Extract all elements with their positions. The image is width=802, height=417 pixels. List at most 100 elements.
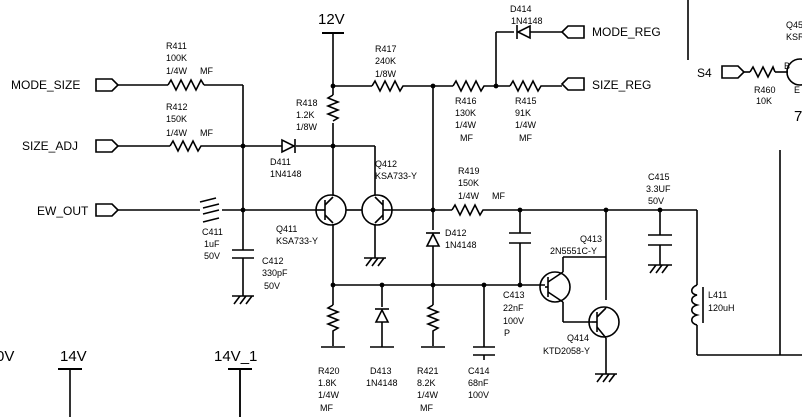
components-q45x-value-label: KSR [786, 32, 802, 42]
components-q412-value-label: KSA733-Y [375, 171, 417, 181]
components-r412-value-label: 150K [166, 114, 187, 124]
components-c415-ref-label: C415 [648, 172, 670, 182]
resistor-r421: R421 8.2K 1/4W MF [417, 304, 445, 413]
components-d414-value-label: 1N4148 [511, 16, 543, 26]
components-c413-ref-label: C413 [503, 290, 525, 300]
components-r415-value-label: 91K [515, 108, 531, 118]
resistor-r416: R416 130K 1/4W MF [452, 79, 485, 143]
components-r411-value-label: 100K [166, 53, 187, 63]
rail-14v: 14V [58, 348, 87, 417]
components-r415-power-label: 1/4W [515, 120, 537, 130]
port-mode-size: MODE_SIZE [11, 78, 120, 92]
port-mode-reg: MODE_REG [560, 25, 661, 39]
inductor-l411: L411 120uH [690, 284, 735, 326]
port-size-adj: SIZE_ADJ [22, 139, 120, 153]
ground-symbols [232, 257, 672, 383]
components-r421-ref-label: R421 [417, 366, 439, 376]
diode-d413: D413 1N4148 [366, 308, 398, 388]
components-c412-value-label: 330pF [262, 268, 288, 278]
capacitor-c415: C415 3.3UF 50V [646, 172, 672, 246]
diode-d412: D412 1N4148 [425, 228, 477, 250]
components-c412-ref-label: C412 [262, 256, 284, 266]
components-r419-power-label: 1/4W [458, 191, 480, 201]
components-r412-power-label: 1/4W [166, 128, 188, 138]
transistor-q413: Q413 2N5551C-Y [539, 234, 602, 303]
components-r420-ref-label: R420 [318, 366, 340, 376]
resistor-r460: R460 10K [749, 65, 776, 106]
rail-14v-1-label: 14V_1 [214, 348, 257, 365]
components-r420-power-label: 1/4W [318, 390, 340, 400]
components-r416-value-label: 130K [455, 108, 476, 118]
components-c414-value-label: 68nF [468, 378, 489, 388]
components-d411-value-label: 1N4148 [270, 169, 302, 179]
components-r421-type-label: MF [420, 403, 433, 413]
components-d412-value-label: 1N4148 [445, 240, 477, 250]
transistor-q411: Q411 KSA733-Y [276, 194, 347, 246]
port-ew-out-label: EW_OUT [37, 204, 89, 218]
components-c412-voltage-label: 50V [264, 281, 280, 291]
components-c415-value-label: 3.3UF [646, 184, 671, 194]
components-q411-value-label: KSA733-Y [276, 236, 318, 246]
components-d411-ref-label: D411 [270, 157, 291, 167]
components-r415-type-label: MF [519, 133, 532, 143]
capacitor-c414: C414 68nF 100V [468, 346, 495, 400]
components-r417-power-label: 1/8W [375, 69, 397, 79]
transistor-q414: Q414 KTD2058-Y [543, 306, 620, 356]
port-mode-size-label: MODE_SIZE [11, 78, 80, 92]
components-r416-type-label: MF [460, 133, 473, 143]
components-r412-ref-label: R412 [166, 102, 188, 112]
port-size-reg: SIZE_REG [560, 77, 651, 92]
components-r411-ref-label: R411 [166, 41, 187, 51]
resistor-r417: R417 240K 1/8W [371, 44, 404, 93]
port-mode-reg-label: MODE_REG [592, 25, 661, 39]
rail-partial-label: 0V [0, 348, 14, 365]
components-c415-voltage-label: 50V [648, 196, 664, 206]
ground-q412 [364, 257, 386, 267]
components-r411-type-label: MF [200, 66, 213, 76]
components-r421-value-label: 8.2K [417, 378, 436, 388]
components-r417-ref-label: R417 [375, 44, 397, 54]
ground-c412 [232, 295, 254, 305]
junctions [240, 83, 663, 288]
resistor-r419: R419 150K 1/4W MF [451, 166, 505, 217]
components-c411-value-label: 1uF [204, 239, 220, 249]
components-q412-ref-label: Q412 [375, 159, 397, 169]
components-d414-ref-label: D414 [510, 4, 532, 14]
components-r412-type-label: MF [200, 128, 213, 138]
components-c413-value-label: 22nF [503, 303, 524, 313]
components-l411-ref-label: L411 [708, 290, 727, 300]
components-r417-value-label: 240K [375, 56, 396, 66]
components-d413-ref-label: D413 [370, 366, 392, 376]
pins-seven-label: 7 [794, 108, 802, 125]
pins-b-label: B [784, 61, 790, 71]
components-c414-ref-label: C414 [468, 366, 490, 376]
port-size-reg-label: SIZE_REG [592, 78, 651, 92]
resistor-r415: R415 91K 1/4W MF [509, 79, 544, 143]
components-d412-ref-label: D412 [445, 228, 467, 238]
components-c413-suffix-label: P [504, 328, 510, 338]
pins-e-label: E [794, 85, 800, 95]
components-r460-ref-label: R460 [754, 85, 776, 95]
components-q411-ref-label: Q411 [276, 224, 297, 234]
resistor-r412: R412 150K 1/4W MF [166, 102, 213, 153]
wires [118, 0, 802, 417]
components-r418-ref-label: R418 [296, 98, 318, 108]
capacitor-c412: C412 330pF 50V [232, 249, 288, 291]
components-r421-power-label: 1/4W [417, 390, 439, 400]
components-r420-value-label: 1.8K [318, 378, 337, 388]
resistor-r411: R411 100K 1/4W MF [166, 41, 213, 92]
components-r411-power-label: 1/4W [166, 66, 188, 76]
components-q413-value-label: 2N5551C-Y [550, 246, 597, 256]
components-r419-value-label: 150K [458, 178, 479, 188]
port-s4-label: S4 [697, 66, 712, 80]
components-d413-value-label: 1N4148 [366, 378, 398, 388]
ground-q414 [595, 373, 617, 383]
transistor-q412: Q412 KSA733-Y [361, 159, 417, 226]
components-r419-ref-label: R419 [458, 166, 480, 176]
components-r416-power-label: 1/4W [455, 120, 477, 130]
diode-d411: D411 1N4148 [270, 138, 302, 179]
components-c414-voltage-label: 100V [468, 390, 489, 400]
components-r418-value-label: 1.2K [296, 110, 315, 120]
components-l411-value-label: 120uH [708, 303, 735, 313]
